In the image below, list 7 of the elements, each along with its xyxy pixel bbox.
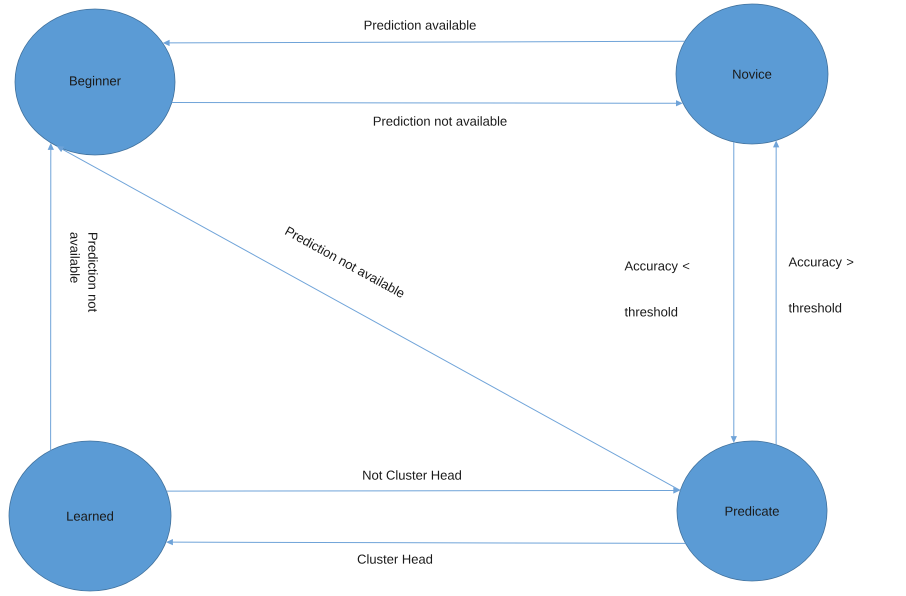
edge-label: Accuracy < threshold: [624, 261, 690, 317]
edge-label: Not Cluster Head: [363, 470, 461, 480]
edge-label: Prediction not available: [374, 116, 507, 126]
edge-label: Prediction available: [364, 20, 476, 30]
edge-label: Accuracy > threshold: [788, 257, 854, 313]
edge-label: Cluster Head: [358, 554, 432, 564]
edge-label: Prediction not available: [70, 232, 98, 312]
